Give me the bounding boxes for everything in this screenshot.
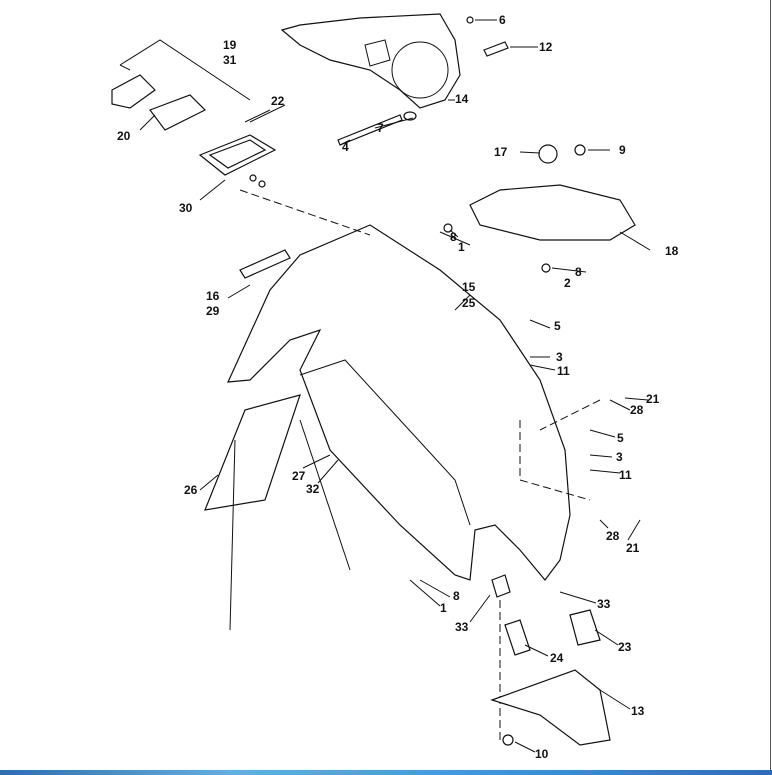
callout-2: 2: [564, 276, 571, 290]
callout-4: 4: [342, 140, 349, 154]
callout-5b: 5: [617, 431, 624, 445]
callout-21: 21: [646, 392, 660, 406]
callout-28b: 28: [606, 529, 620, 543]
callout-21b: 21: [626, 541, 640, 555]
taillight-part: [111, 39, 277, 188]
callout-31: 31: [223, 53, 237, 67]
callout-33: 33: [597, 597, 611, 611]
callout-1: 1: [458, 240, 465, 254]
callout-33b: 33: [455, 620, 469, 634]
callout-17: 17: [494, 145, 508, 159]
callout-3: 3: [556, 350, 563, 364]
callout-29: 29: [206, 304, 220, 318]
callout-11b: 11: [619, 468, 632, 482]
callout-10: 10: [535, 747, 549, 761]
frame-edge: [770, 0, 771, 770]
callout-6: 6: [499, 13, 506, 27]
callout-5: 5: [554, 319, 561, 333]
callout-3b: 3: [616, 450, 623, 464]
callout-32: 32: [306, 482, 320, 496]
leader-lines: [139, 104, 651, 753]
lower-bracket-part: [490, 574, 611, 746]
callout-27: 27: [292, 469, 306, 483]
callout-13: 13: [631, 704, 645, 718]
rear-fender-part: [227, 189, 601, 740]
rear-guard-part: [443, 144, 636, 273]
callout-1b: 1: [440, 601, 447, 615]
callout-8b: 8: [575, 265, 582, 279]
callout-28: 28: [630, 403, 644, 417]
callout-8: 8: [450, 230, 457, 244]
callout-24: 24: [550, 651, 564, 665]
callout-18: 18: [665, 244, 679, 258]
callout-14: 14: [455, 92, 469, 106]
belt-guard-part: [280, 13, 461, 109]
callout-16: 16: [206, 289, 220, 303]
callout-7: 7: [377, 121, 384, 135]
callout-20: 20: [117, 129, 131, 143]
callout-8c: 8: [453, 589, 460, 603]
callout-19: 19: [223, 38, 237, 52]
callout-23: 23: [618, 640, 632, 654]
bottom-bar: [0, 770, 772, 775]
hardware-top: [337, 16, 538, 146]
callout-30: 30: [179, 201, 193, 215]
callout-9: 9: [619, 143, 626, 157]
callout-26: 26: [184, 483, 198, 497]
callout-11: 11: [557, 364, 570, 378]
callout-15: 15: [462, 280, 476, 294]
callout-25: 25: [462, 296, 476, 310]
callout-12: 12: [539, 40, 553, 54]
callout-22: 22: [271, 94, 285, 108]
license-bracket-part: [204, 394, 351, 631]
